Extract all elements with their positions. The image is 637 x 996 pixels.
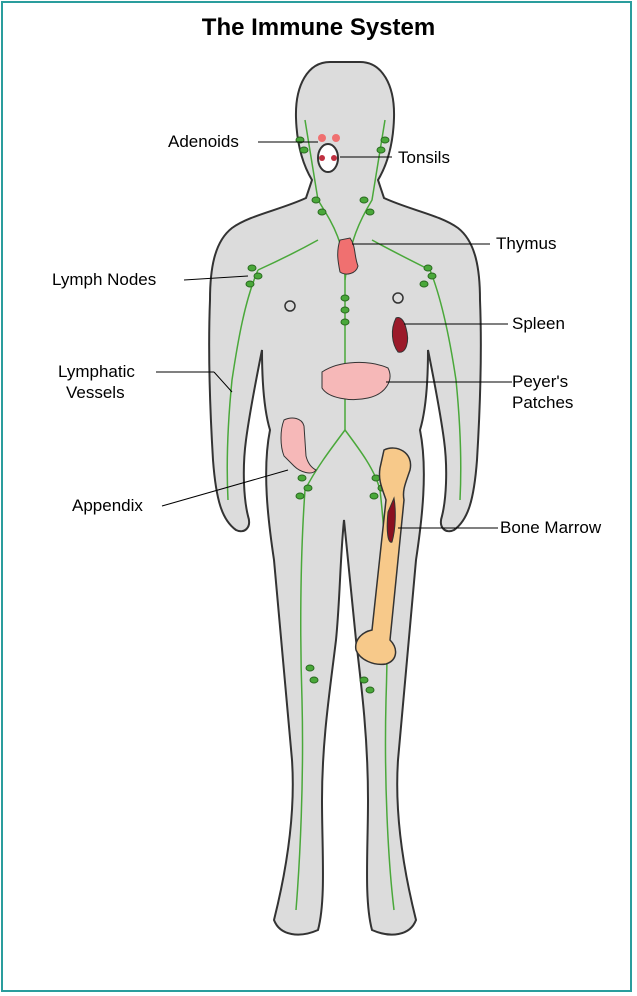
label-peyers-line2: Patches xyxy=(512,393,573,413)
label-bone-marrow: Bone Marrow xyxy=(500,518,601,538)
human-body-silhouette xyxy=(209,62,481,935)
label-tonsils: Tonsils xyxy=(398,148,450,168)
label-thymus: Thymus xyxy=(496,234,556,254)
label-appendix: Appendix xyxy=(72,496,143,516)
label-lymph-nodes: Lymph Nodes xyxy=(52,270,156,290)
label-lymphatic-line1: Lymphatic xyxy=(58,362,135,382)
label-lymphatic-line2: Vessels xyxy=(66,383,125,403)
label-peyers-line1: Peyer's xyxy=(512,372,568,392)
label-spleen: Spleen xyxy=(512,314,565,334)
label-adenoids: Adenoids xyxy=(168,132,239,152)
